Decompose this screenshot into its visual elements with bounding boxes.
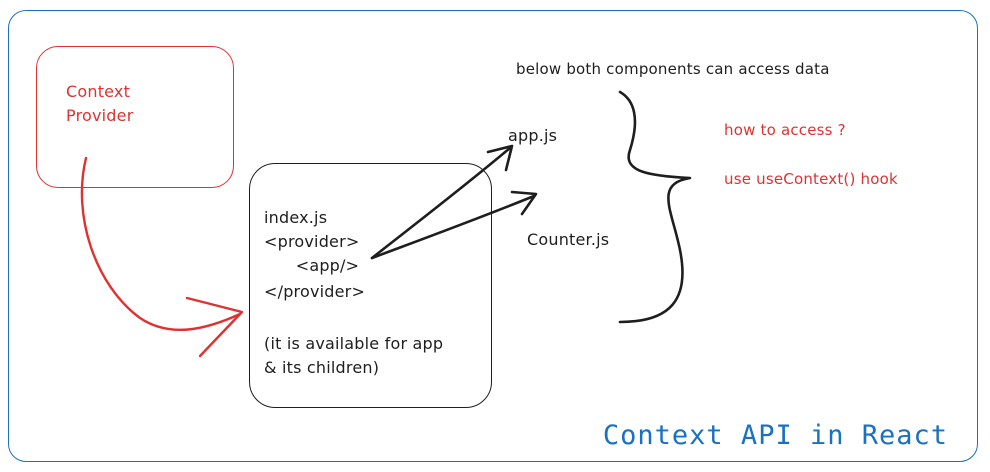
index-js-box bbox=[249, 163, 492, 408]
index-line-0: index.js bbox=[264, 208, 328, 227]
index-line-5: (it is available for app bbox=[264, 334, 444, 353]
curly-brace bbox=[618, 90, 692, 324]
counter-arrowhead bbox=[510, 190, 538, 216]
app-to-counter-arrow bbox=[370, 194, 536, 260]
index-line-6: & its children) bbox=[264, 358, 380, 377]
note-top: below both components can access data bbox=[516, 60, 830, 78]
answer-text: use useContext() hook bbox=[724, 170, 898, 188]
provider-arrowhead bbox=[185, 296, 244, 358]
index-line-2: <app/> bbox=[264, 256, 360, 275]
outer-frame bbox=[8, 10, 978, 462]
index-line-3: </provider> bbox=[264, 282, 366, 301]
diagram-title: Context API in React bbox=[602, 420, 948, 451]
index-line-1: <provider> bbox=[264, 232, 360, 251]
provider-to-index-arrow bbox=[80, 156, 242, 331]
question-text: how to access ? bbox=[724, 121, 846, 139]
provider-label-line2: Provider bbox=[66, 106, 134, 125]
app-to-appjs-arrow bbox=[370, 146, 512, 260]
provider-label-line1: Context bbox=[66, 82, 131, 101]
counter-js-label: Counter.js bbox=[527, 230, 610, 249]
context-provider-box bbox=[36, 46, 234, 188]
app-js-label: app.js bbox=[508, 126, 558, 145]
appjs-arrowhead bbox=[486, 144, 514, 172]
